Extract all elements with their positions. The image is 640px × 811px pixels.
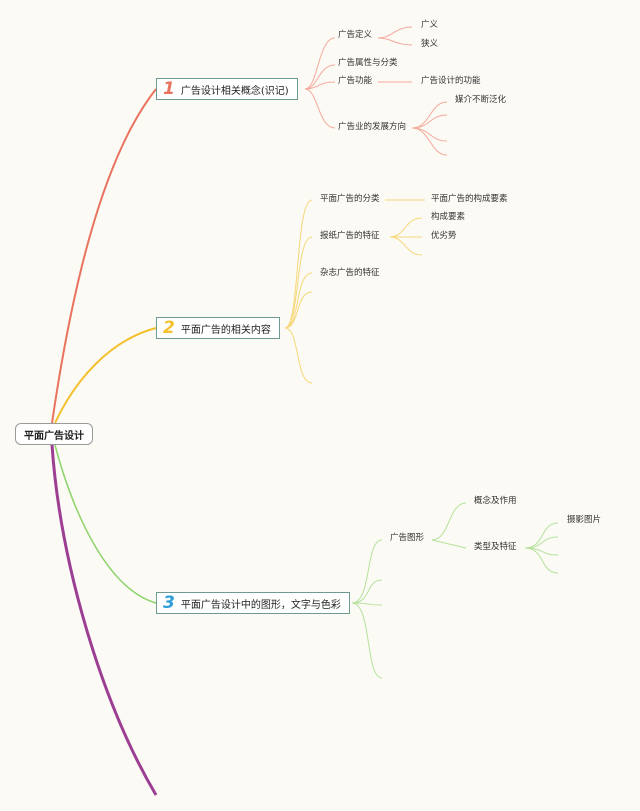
topic-label: 平面广告设计中的图形，文字与色彩 xyxy=(180,599,341,611)
node-magazine[interactable]: 杂志广告的特征 xyxy=(320,268,380,278)
node-photo[interactable]: 摄影图片 xyxy=(567,515,602,525)
topic-number: 3 xyxy=(163,592,175,613)
node-composition[interactable]: 构成要素 xyxy=(431,212,466,222)
node-graphics[interactable]: 广告图形 xyxy=(390,533,425,543)
node-ad-definition[interactable]: 广告定义 xyxy=(338,30,373,40)
node-broad[interactable]: 广义 xyxy=(421,20,439,30)
node-classification[interactable]: 平面广告的分类 xyxy=(320,194,380,204)
topic-3[interactable]: 3 平面广告设计中的图形，文字与色彩 xyxy=(156,592,350,614)
node-pros-cons[interactable]: 优劣势 xyxy=(431,231,457,241)
node-narrow[interactable]: 狭义 xyxy=(421,39,439,49)
topic-2[interactable]: 2 平面广告的相关内容 xyxy=(156,317,280,339)
node-newspaper[interactable]: 报纸广告的特征 xyxy=(320,231,380,241)
node-development[interactable]: 广告业的发展方向 xyxy=(338,122,407,132)
root-node[interactable]: 平面广告设计 xyxy=(15,423,93,445)
node-concept-function[interactable]: 概念及作用 xyxy=(474,496,517,506)
node-design-function[interactable]: 广告设计的功能 xyxy=(421,76,481,86)
topic-1[interactable]: 1 广告设计相关概念(识记) xyxy=(156,78,298,100)
topic-number: 2 xyxy=(163,317,175,338)
node-types[interactable]: 类型及特征 xyxy=(474,542,517,552)
node-ad-attributes[interactable]: 广告属性与分类 xyxy=(338,58,398,68)
topic-label: 广告设计相关概念(识记) xyxy=(180,85,289,97)
topic-number: 1 xyxy=(163,78,175,99)
node-elements[interactable]: 平面广告的构成要素 xyxy=(431,194,508,204)
node-ad-function[interactable]: 广告功能 xyxy=(338,76,373,86)
node-media[interactable]: 媒介不断泛化 xyxy=(455,95,507,105)
topic-label: 平面广告的相关内容 xyxy=(180,324,271,336)
